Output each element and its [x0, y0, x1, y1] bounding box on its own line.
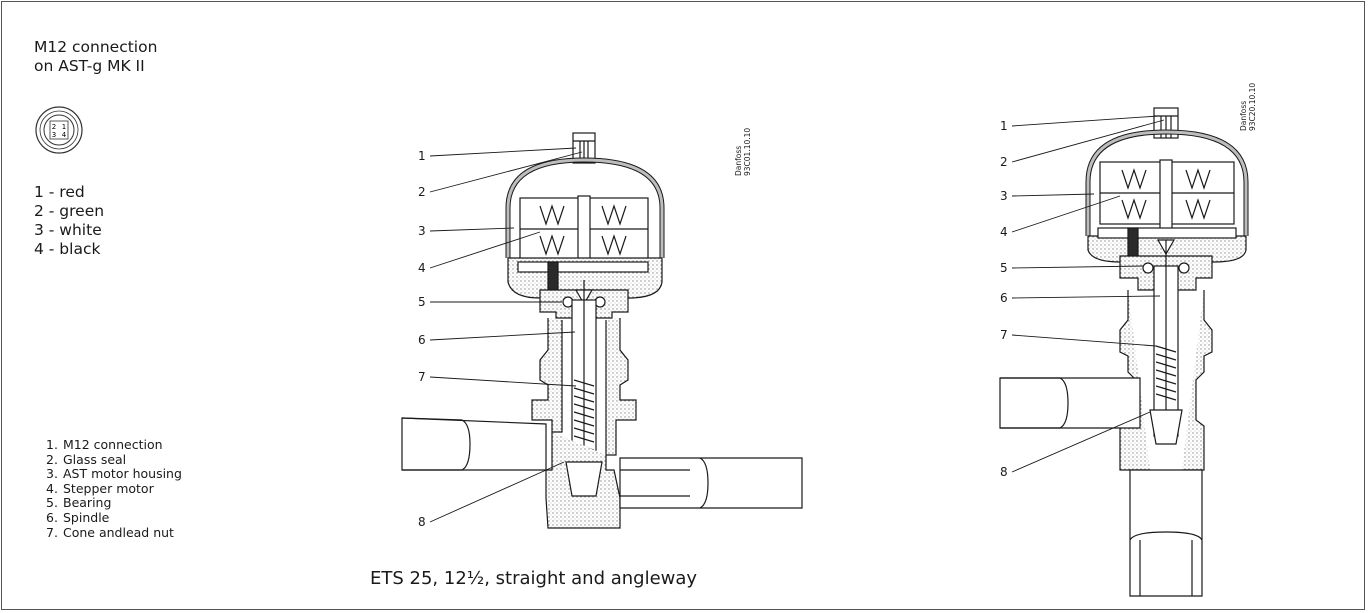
parts-legend-item: 3.AST motor housing [46, 466, 182, 482]
outlet-pipe [619, 457, 803, 509]
outlet-pipe [1129, 469, 1203, 597]
parts-legend-item: 6.Spindle [46, 509, 110, 525]
valve-neck-left [531, 318, 563, 433]
parts-legend-item: 2.Glass seal [46, 451, 127, 467]
straight-valve-section [401, 132, 803, 529]
callout-4: 4 [418, 261, 426, 275]
callout-2: 2 [418, 185, 426, 199]
inlet-pipe [999, 377, 1141, 429]
callout-1: 1 [1000, 119, 1008, 133]
straight-valve-callouts: 1 2 3 4 5 6 7 8 [418, 149, 426, 529]
m12-pin-3: 3 [52, 131, 56, 139]
valve-neck-right [1182, 290, 1213, 471]
callout-6: 6 [418, 333, 426, 347]
angleway-valve-drawing-code: Danfoss 93C20.10.10 [1239, 83, 1257, 131]
connection-title-line-2: on AST-g MK II [34, 57, 145, 75]
svg-text:93C20.10.10: 93C20.10.10 [1248, 83, 1257, 131]
connection-title-line-1: M12 connection [34, 38, 158, 56]
callout-7: 7 [1000, 328, 1008, 342]
callout-5: 5 [1000, 261, 1008, 275]
wire-color-1: 1 - red [34, 183, 85, 201]
callout-4: 4 [1000, 225, 1008, 239]
m12-connector-icon: 2 1 3 4 [35, 106, 83, 154]
wire-color-2: 2 - green [34, 202, 105, 220]
valve-neck-right [605, 318, 637, 456]
parts-legend: 1.M12 connection 2.Glass seal 3.AST moto… [46, 437, 182, 540]
straight-valve-callout-lines [429, 147, 583, 523]
drawing-caption: ETS 25, 12½, straight and angleway [370, 568, 698, 589]
m12-pin-2: 2 [52, 123, 56, 131]
wire-color-3: 3 - white [34, 221, 102, 239]
parts-legend-item: 1.M12 connection [46, 437, 163, 452]
wire-color-list: 1 - red 2 - green 3 - white 4 - black [34, 183, 104, 259]
inlet-pipe [401, 417, 547, 471]
m12-pin-1: 1 [62, 123, 66, 131]
parts-legend-item: 7.Cone andlead nut [46, 524, 174, 540]
callout-5: 5 [418, 295, 426, 309]
angleway-valve-callout-lines [1011, 115, 1165, 473]
parts-legend-item: 5.Bearing [46, 495, 112, 511]
straight-valve-drawing-code: Danfoss 93C01.10.10 [734, 128, 752, 176]
svg-text:93C01.10.10: 93C01.10.10 [743, 128, 752, 176]
wire-color-4: 4 - black [34, 240, 101, 258]
callout-7: 7 [418, 370, 426, 384]
parts-legend-item: 4.Stepper motor [46, 480, 154, 496]
callout-1: 1 [418, 149, 426, 163]
callout-8: 8 [418, 515, 426, 529]
callout-2: 2 [1000, 155, 1008, 169]
callout-3: 3 [418, 224, 426, 238]
callout-6: 6 [1000, 291, 1008, 305]
angleway-valve-section [999, 107, 1249, 597]
angleway-valve-callouts: 1 2 3 4 5 6 7 8 [1000, 119, 1008, 479]
connection-title: M12 connection on AST-g MK II [34, 38, 157, 76]
svg-text:Danfoss: Danfoss [1239, 101, 1248, 131]
callout-3: 3 [1000, 189, 1008, 203]
svg-text:Danfoss: Danfoss [734, 146, 743, 176]
m12-pin-4: 4 [62, 131, 67, 139]
callout-8: 8 [1000, 465, 1008, 479]
